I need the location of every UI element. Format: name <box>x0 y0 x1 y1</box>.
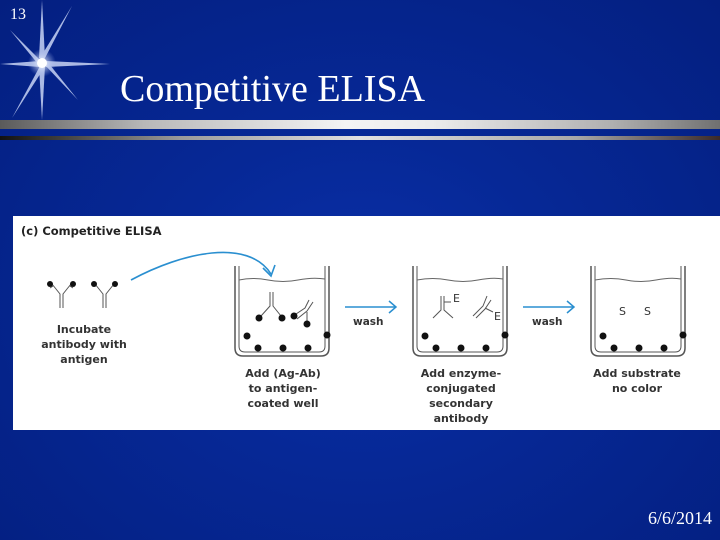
step-3-caption: Add enzyme- conjugated secondary antibod… <box>420 367 502 425</box>
enzyme-label: E <box>453 292 460 305</box>
antibody-pair-icon <box>49 283 115 308</box>
title-divider-bar <box>0 120 720 129</box>
wash-label-2: wash <box>532 316 563 328</box>
wash-label-1: wash <box>353 316 384 328</box>
slide-number: 13 <box>10 6 26 23</box>
wash-arrow-2-icon <box>523 300 576 314</box>
figure-title: (c) Competitive ELISA <box>21 224 162 238</box>
well-2-icon: E E <box>412 266 509 357</box>
svg-text:S: S <box>644 305 651 318</box>
step-1-caption: Incubate antibody with antigen <box>41 323 127 366</box>
title-divider-thin-bar <box>0 136 720 140</box>
slide-date: 6/6/2014 <box>647 508 712 528</box>
wash-arrow-1-icon <box>345 300 398 314</box>
curved-arrow-icon <box>130 251 272 281</box>
substrate-label: S <box>619 305 626 318</box>
elisa-diagram: E E S S <box>47 251 687 357</box>
star-decoration-icon <box>0 0 110 120</box>
svg-text:E: E <box>494 310 501 323</box>
competitive-elisa-figure: E E S S (c) Competitive ELISA Incubate a… <box>13 216 720 430</box>
step-4-caption: Add substrate no color <box>593 367 681 395</box>
slide-title: Competitive ELISA <box>120 68 426 110</box>
well-1-icon <box>234 266 331 357</box>
step-2-caption: Add (Ag-Ab) to antigen- coated well <box>245 367 321 410</box>
well-3-icon: S S <box>590 266 687 357</box>
